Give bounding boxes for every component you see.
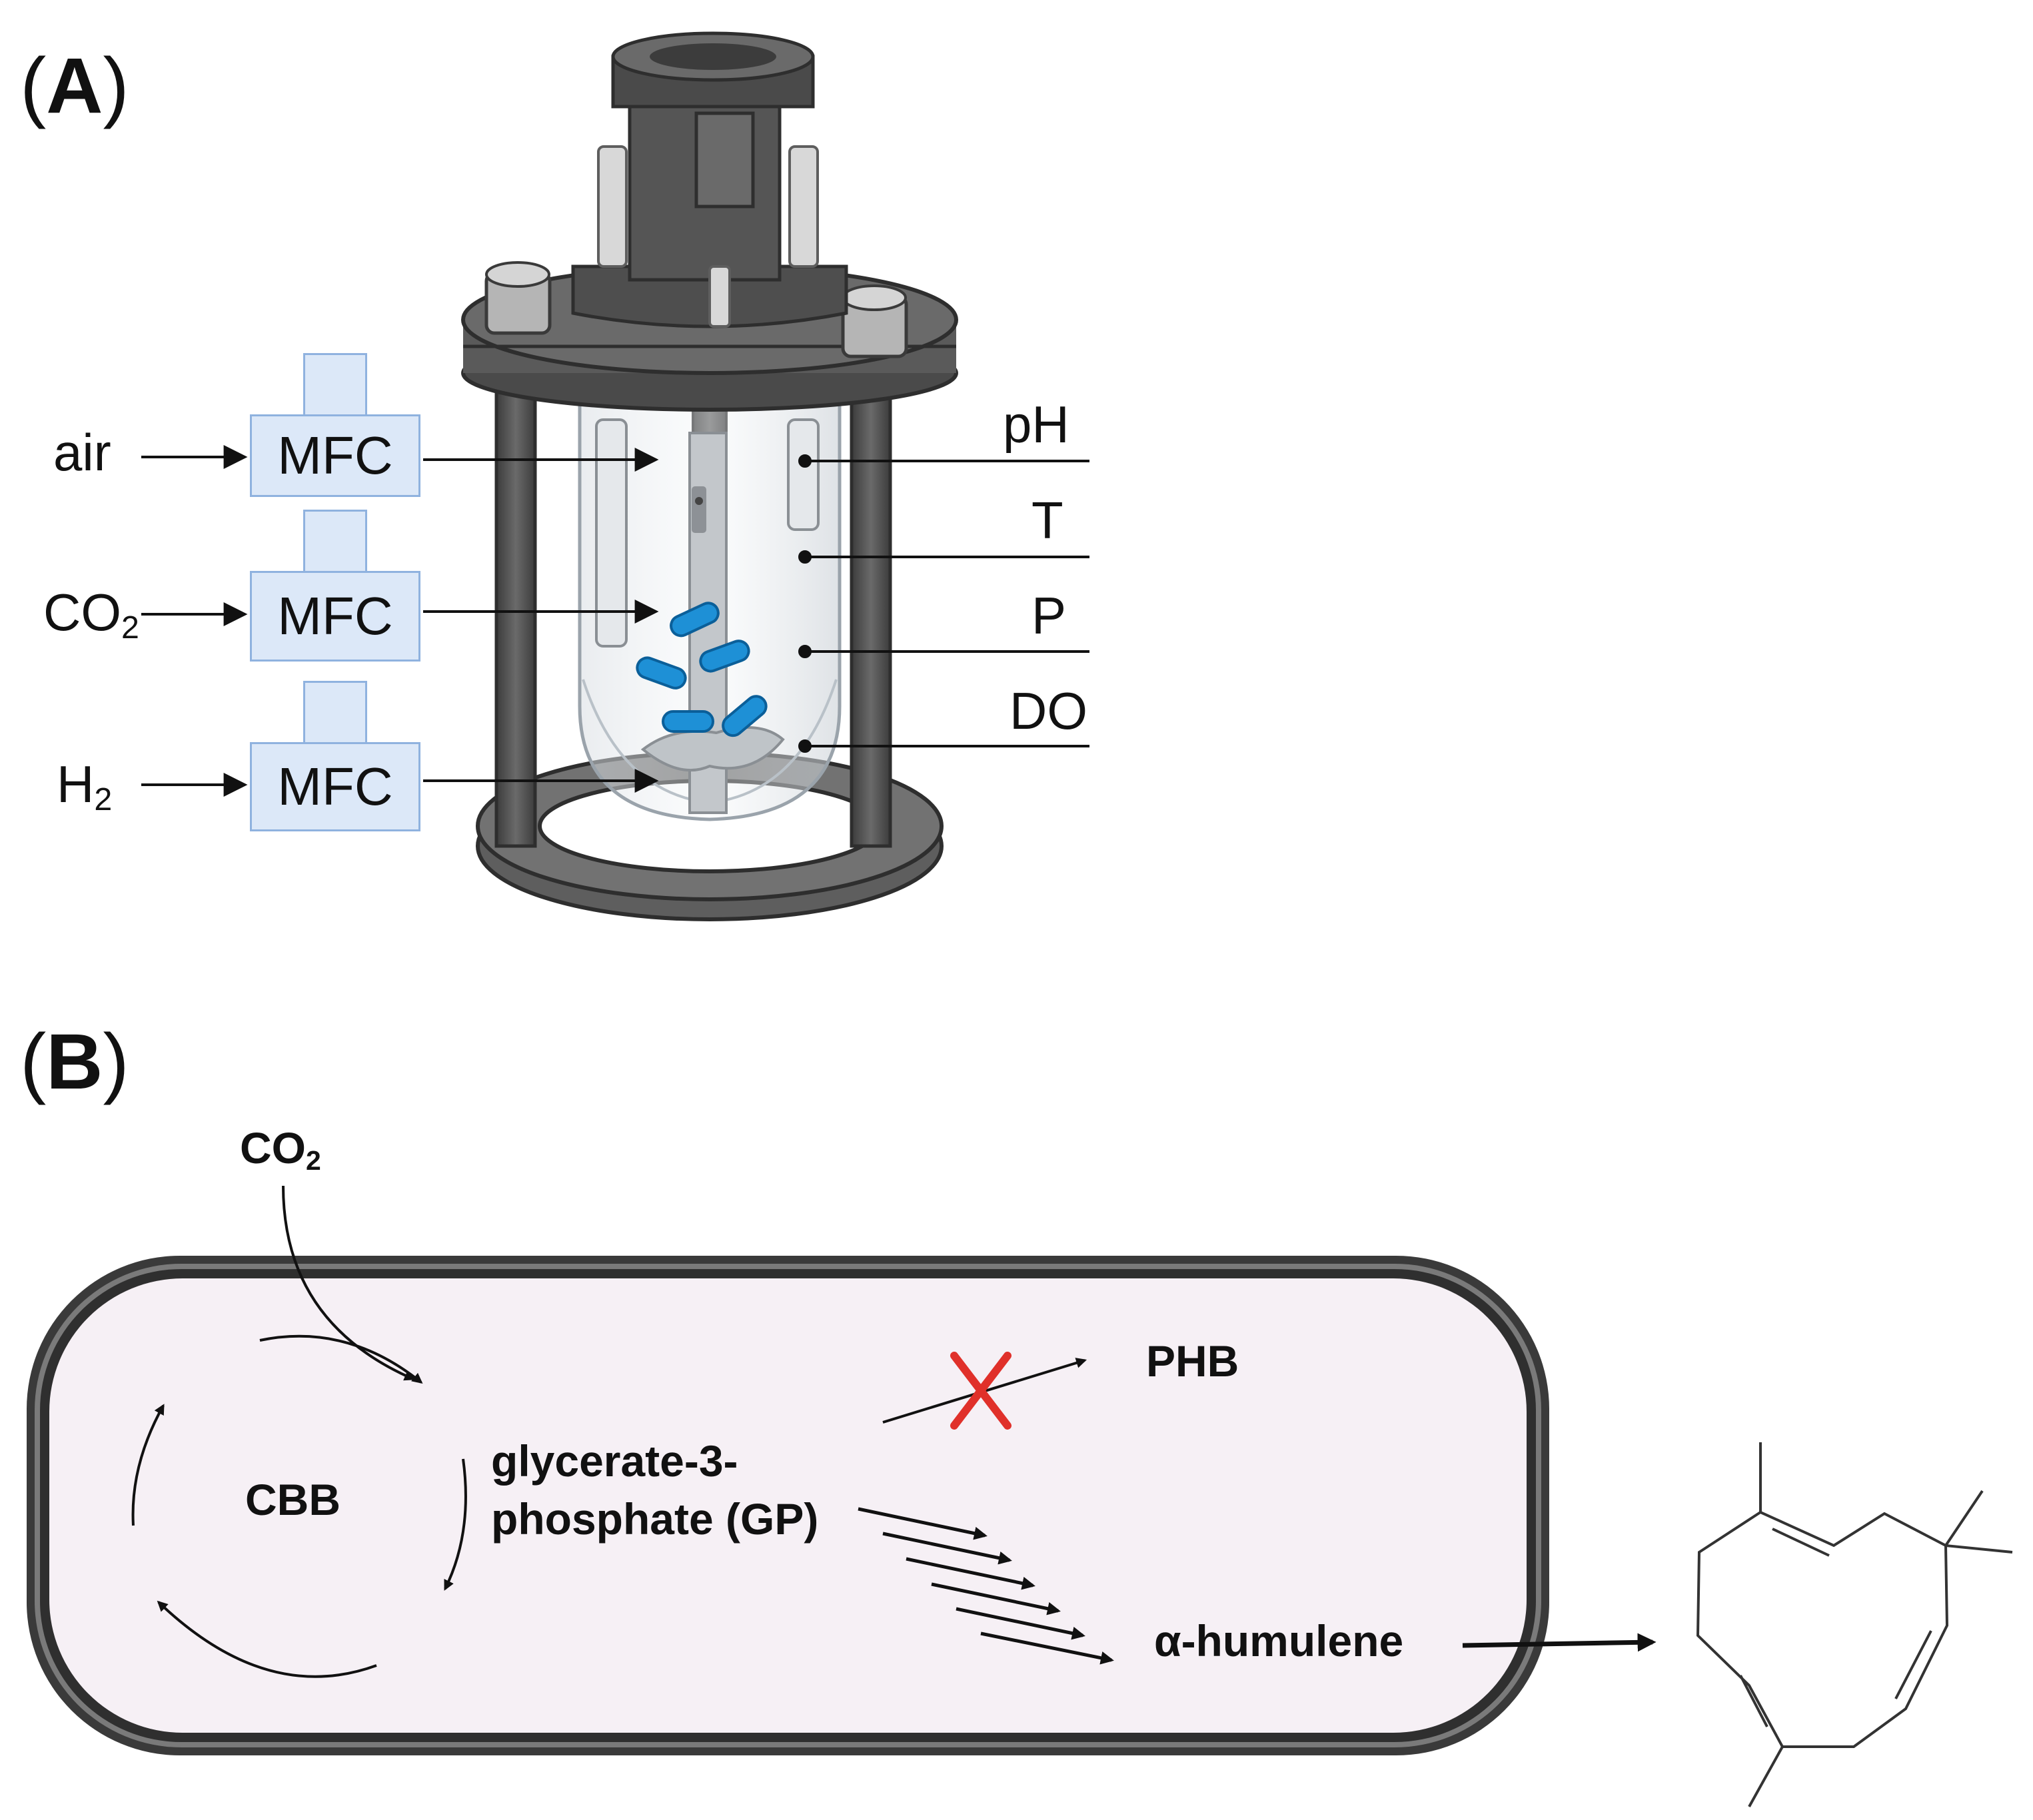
probe-left: [595, 418, 628, 648]
export-arrow: [1462, 1633, 1657, 1652]
humulene-structure: [1696, 1442, 2013, 1807]
panel-label-a: (A): [20, 42, 129, 130]
mfc-air: MFC: [250, 414, 420, 497]
mfc-h2-cap: [303, 681, 367, 746]
lid-bolts: [484, 261, 908, 358]
bacteria-cells: [636, 602, 768, 737]
gp-label-line1: glycerate-3-: [491, 1436, 738, 1486]
measurement-label-ph: pH: [1003, 395, 1069, 454]
gas-label-h2: H2: [57, 755, 113, 818]
gas-label-air: air: [53, 423, 111, 482]
panel-label-b: (B): [20, 1018, 129, 1106]
gas-nozzles: [597, 145, 819, 328]
co2-entry-arrow: [282, 1185, 415, 1381]
gas-label-co2: CO2: [43, 583, 139, 646]
pathway-arrows: [858, 1507, 1114, 1665]
gp-label-line2: phosphate (GP): [491, 1494, 819, 1544]
mfc-co2: MFC: [250, 571, 420, 662]
cbb-label: CBB: [245, 1475, 340, 1524]
measurement-lines: [798, 454, 1089, 753]
humulene-label: α-humulene: [1154, 1616, 1404, 1665]
mfc-h2: MFC: [250, 742, 420, 831]
co2-label: CO2: [240, 1123, 321, 1176]
measurement-label-t: T: [1031, 491, 1063, 550]
probe-right: [787, 418, 820, 531]
bioreactor: [461, 31, 958, 921]
mfc-air-cap: [303, 353, 367, 418]
cbb-cycle-arrows: [131, 1334, 467, 1678]
mfc-output-arrows: [423, 448, 659, 793]
cytoplasm: [49, 1278, 1527, 1733]
gas-input-arrows: [141, 445, 248, 797]
block-mark-x: [950, 1352, 1012, 1430]
measurement-label-p: P: [1031, 586, 1067, 645]
mfc-co2-cap: [303, 510, 367, 575]
measurement-label-do: DO: [1010, 682, 1087, 740]
frame-rod-right: [850, 374, 892, 848]
bacterial-cell: [27, 1256, 1549, 1755]
phb-label: PHB: [1146, 1336, 1239, 1386]
